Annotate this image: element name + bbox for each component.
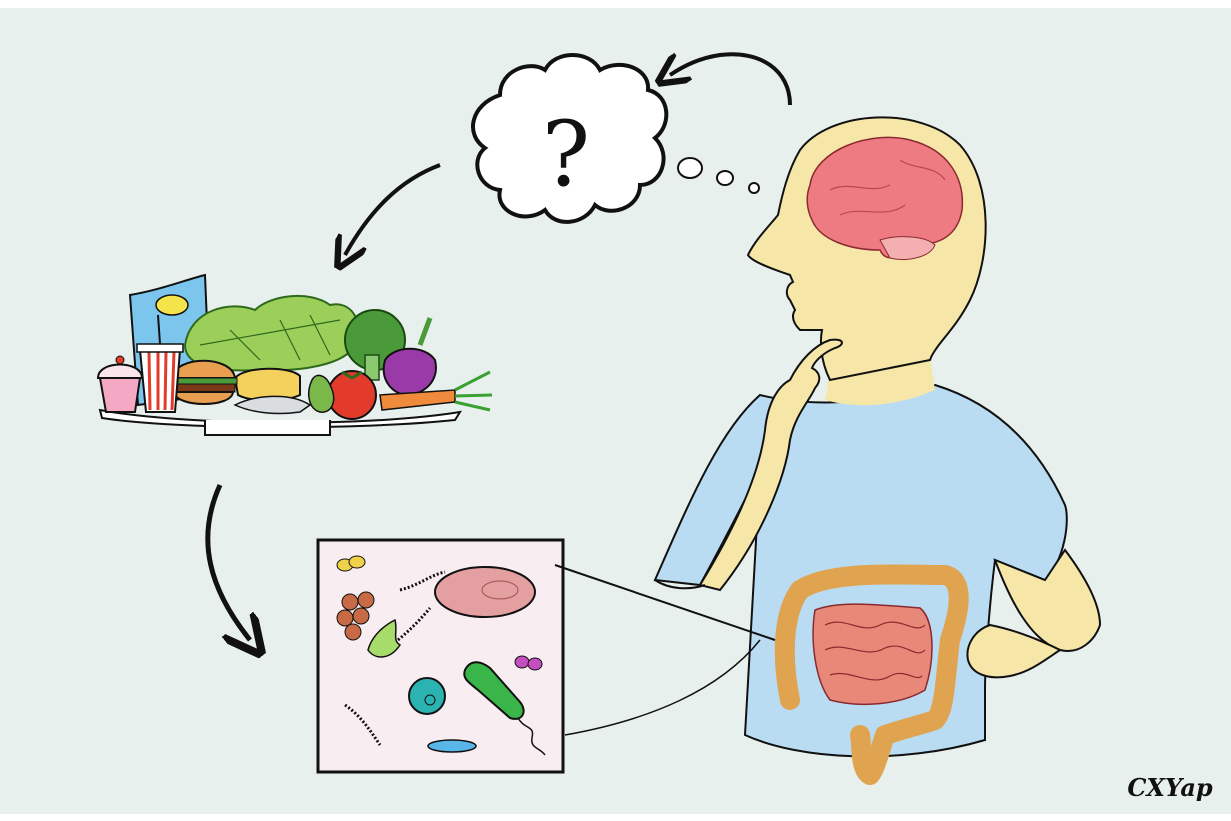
artist-signature: CXYap (1127, 773, 1213, 802)
cheese (235, 369, 300, 401)
question-mark: ? (542, 102, 590, 207)
thought-dot-large (678, 158, 702, 178)
burger (170, 361, 237, 404)
thought-dot-small (749, 183, 759, 193)
microbe-blue (428, 740, 476, 752)
microbe-panel (318, 540, 563, 772)
microbe-pink-rod (435, 567, 535, 617)
microbe-purple (515, 656, 529, 668)
small-intestine (813, 604, 932, 704)
thought-dot-medium (717, 171, 733, 185)
